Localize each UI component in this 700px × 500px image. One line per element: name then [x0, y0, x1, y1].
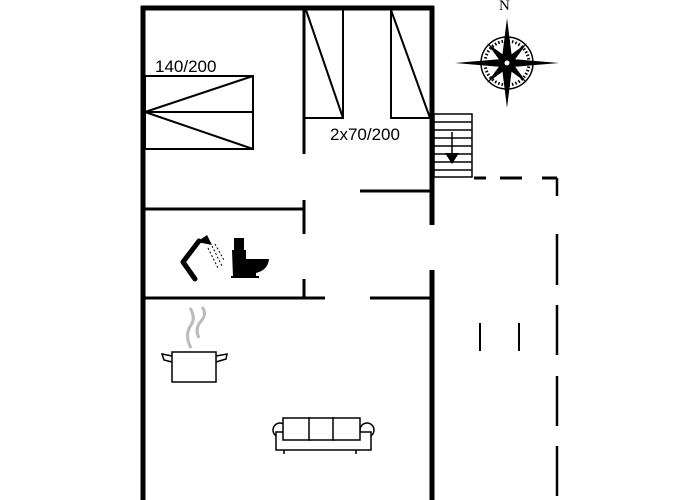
- cooking-pot-icon: [160, 306, 228, 383]
- beds-size-label: 2x70/200: [330, 125, 400, 144]
- toilet-icon: [231, 238, 269, 278]
- terrace-outline: [474, 176, 559, 496]
- stairs-arrow-icon: [445, 132, 459, 164]
- sofa-icon: [272, 417, 375, 454]
- compass-north-label: N: [499, 0, 510, 14]
- bed-size-label: 140/200: [155, 57, 216, 76]
- stairs: [433, 113, 473, 178]
- double-bed: [144, 75, 254, 150]
- compass-icon: [455, 18, 559, 108]
- closets: [303, 8, 433, 119]
- shower-icon: [180, 235, 225, 282]
